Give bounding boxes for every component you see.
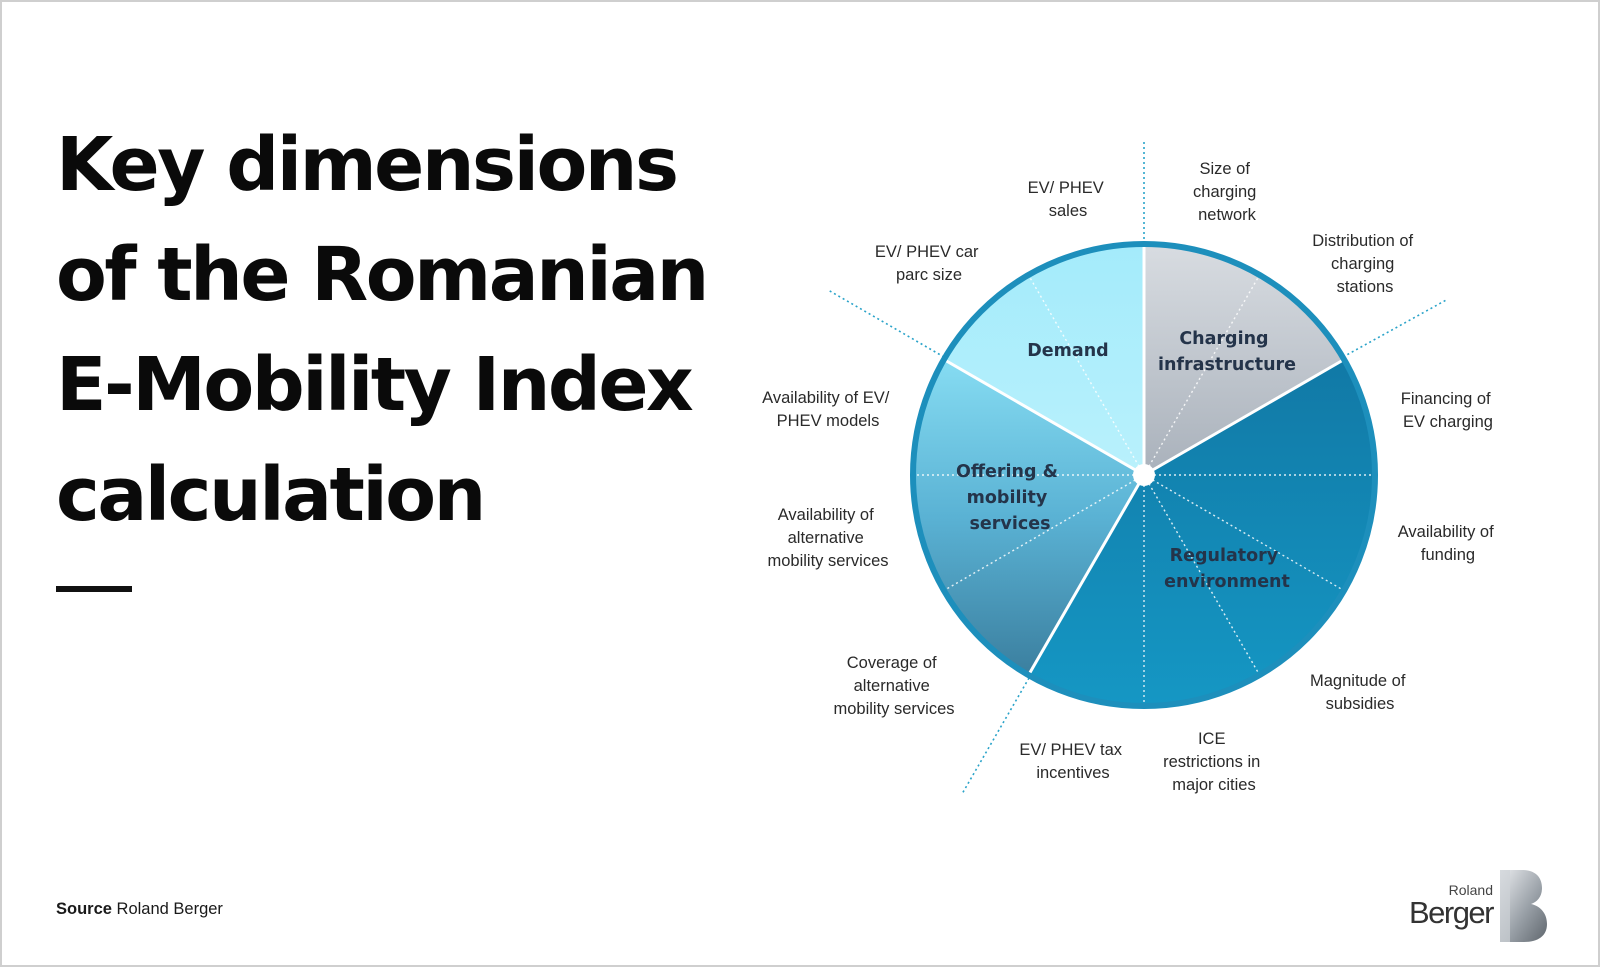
title-line-4: calculation [56, 452, 486, 538]
label-line: Availability of [778, 506, 874, 524]
label-size-of-charging-network: Size of charging network [1193, 160, 1261, 224]
label-line: funding [1421, 546, 1475, 564]
label-line: mobility services [767, 552, 888, 570]
label-line: Magnitude of [1310, 672, 1406, 690]
label-line: alternative [854, 677, 930, 695]
inner-line [1028, 275, 1145, 476]
label-coverage-of-alternative-mobility: Coverage of alternative mobility service… [833, 654, 954, 718]
axis-lower-left [961, 677, 1030, 795]
pie-center-dot [1133, 464, 1155, 486]
label-ice-restrictions: ICE restrictions in major cities [1163, 730, 1265, 794]
label-line: major cities [1172, 776, 1255, 794]
label-line: Coverage of [847, 654, 937, 672]
segment-title-offering: Offering & mobility services [956, 462, 1064, 534]
roland-berger-logo: Roland Berger [1400, 868, 1550, 944]
segment-title-line: Offering & [956, 462, 1058, 482]
inner-line [1143, 275, 1260, 476]
inner-dotted-lines [914, 275, 1374, 705]
label-line: Financing of [1401, 390, 1491, 408]
label-ev-phev-tax-incentives: EV/ PHEV tax incentives [1019, 741, 1126, 782]
title-line-1: Key dimensions [56, 122, 679, 208]
label-financing-of-ev-charging: Financing of EV charging [1401, 390, 1495, 431]
segment-offering-mobility-services [913, 360, 1144, 675]
label-line: ICE [1198, 730, 1226, 748]
segment-title-line: mobility [967, 488, 1048, 508]
label-line: EV charging [1403, 413, 1493, 431]
segment-title-demand: Demand [1027, 341, 1108, 361]
label-line: parc size [896, 266, 962, 284]
title-line-3: E-Mobility Index [56, 342, 694, 428]
label-line: incentives [1036, 764, 1109, 782]
divider [1143, 358, 1344, 477]
label-line: EV/ PHEV [1028, 179, 1104, 197]
logo-b-mark-icon [1500, 870, 1547, 942]
page-title: Key dimensions of the Romanian E-Mobilit… [56, 110, 709, 550]
axis-upper-left [827, 289, 945, 358]
segment-title-regulatory: Regulatory environment [1164, 546, 1290, 592]
title-underline [56, 586, 132, 592]
source-note: Source Roland Berger [56, 900, 223, 919]
inner-line [1143, 474, 1260, 675]
label-availability-of-funding: Availability of funding [1398, 523, 1499, 564]
label-line: Availability of [1398, 523, 1494, 541]
label-availability-of-alternative-mobility: Availability of alternative mobility ser… [767, 506, 888, 570]
segment-title-line: Regulatory [1170, 546, 1279, 566]
label-line: sales [1049, 202, 1088, 220]
divider [944, 358, 1145, 477]
label-line: mobility services [833, 700, 954, 718]
label-ev-phev-car-parc-size: EV/ PHEV car parc size [875, 243, 983, 284]
segment-title-line: infrastructure [1158, 355, 1296, 375]
label-line: restrictions in [1163, 753, 1260, 771]
source-key: Source [56, 900, 112, 918]
label-magnitude-of-subsidies: Magnitude of subsidies [1310, 672, 1410, 713]
axis-upper-right [1342, 298, 1449, 358]
label-line: EV/ PHEV car [875, 243, 979, 261]
segment-regulatory-environment [1029, 360, 1375, 706]
inner-line [944, 474, 1145, 591]
segment-title-line: Demand [1027, 341, 1108, 361]
label-line: Availability of EV/ [762, 389, 890, 407]
label-distribution-of-charging-stations: Distribution of charging stations [1312, 232, 1417, 296]
segment-title-line: environment [1164, 572, 1290, 592]
label-ev-phev-sales: EV/ PHEV sales [1028, 179, 1109, 220]
label-availability-of-ev-phev-models: Availability of EV/ PHEV models [762, 389, 894, 430]
label-line: alternative [788, 529, 864, 547]
label-line: network [1198, 206, 1257, 224]
label-line: charging [1193, 183, 1256, 201]
label-line: Size of [1199, 160, 1250, 178]
label-line: EV/ PHEV tax [1019, 741, 1122, 759]
logo-word-berger: Berger [1408, 895, 1495, 930]
segment-title-charging: Charging infrastructure [1158, 329, 1296, 375]
label-line: PHEV models [777, 412, 880, 430]
label-line: subsidies [1326, 695, 1395, 713]
source-value: Roland Berger [111, 900, 223, 918]
divider [1027, 474, 1146, 675]
label-line: Distribution of [1312, 232, 1413, 250]
label-line: stations [1337, 278, 1394, 296]
segment-dividers [944, 245, 1344, 675]
pie-outer-ring [910, 241, 1378, 709]
inner-line [1143, 474, 1344, 591]
label-line: charging [1331, 255, 1394, 273]
segment-title-line: Charging [1179, 329, 1268, 349]
title-line-2: of the Romanian [56, 232, 709, 318]
logo-word-roland: Roland [1448, 882, 1493, 898]
segment-title-line: services [970, 514, 1051, 534]
